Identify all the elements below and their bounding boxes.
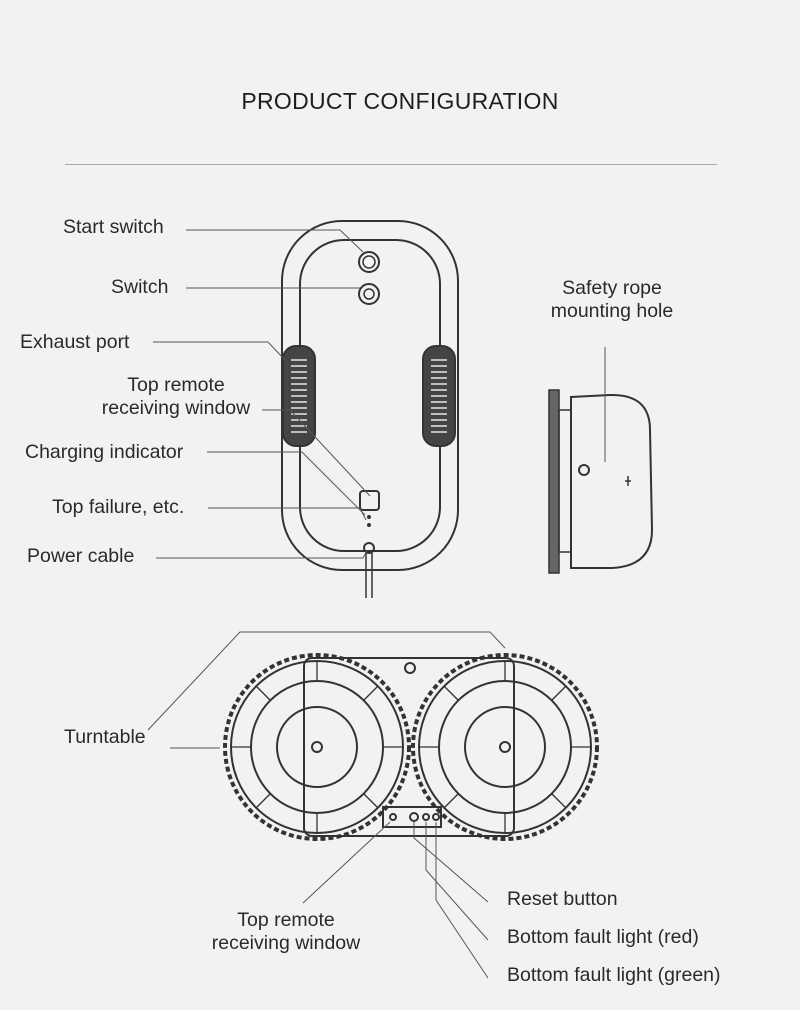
label-top-remote-window: Top remote receiving window <box>86 374 266 420</box>
label-reset-button: Reset button <box>507 888 618 910</box>
failure-light-1 <box>367 515 371 519</box>
leader-start-switch <box>186 229 364 253</box>
side-body-outline <box>570 393 654 569</box>
failure-light-2 <box>367 523 371 527</box>
charging-indicator-window <box>359 490 380 511</box>
label-safety-rope-line2: mounting hole <box>550 300 674 322</box>
leader-lines <box>147 229 606 979</box>
label-exhaust-port: Exhaust port <box>20 331 130 353</box>
label-safety-rope-line1: Safety rope <box>562 277 662 299</box>
top-view-body <box>281 220 459 598</box>
right-turntable-ring <box>438 680 572 814</box>
label-safety-rope-hole: Safety rope mounting hole <box>522 277 702 323</box>
label-top-failure: Top failure, etc. <box>52 496 185 518</box>
leader-top-failure <box>208 507 367 521</box>
bottom-body-plate <box>303 657 515 837</box>
leader-exhaust-port <box>153 341 286 361</box>
leader-power-cable <box>156 550 368 559</box>
side-view <box>548 389 654 574</box>
right-turntable-center <box>499 741 511 753</box>
leader-charging <box>207 451 366 516</box>
turntable-spokes <box>231 661 591 833</box>
body-inner-outline <box>299 239 441 552</box>
power-icon <box>363 288 375 300</box>
label-bottom-remote-line2: receiving window <box>211 932 361 954</box>
bottom-control-strip <box>382 806 442 828</box>
leader-reset <box>413 822 489 903</box>
label-start-switch: Start switch <box>63 216 164 238</box>
leader-bottom-remote <box>302 821 391 904</box>
fault-green-dot <box>432 813 440 821</box>
leader-turntable-top <box>147 631 506 731</box>
reset-button-dot <box>409 812 419 822</box>
side-turntable-hub <box>558 409 572 553</box>
label-turntable: Turntable <box>64 726 146 748</box>
label-power-cable: Power cable <box>27 545 135 567</box>
side-turntable-edge <box>548 389 560 574</box>
left-turntable-hub <box>276 706 358 788</box>
left-turntable-teeth <box>223 653 411 841</box>
right-turntable-hub <box>464 706 546 788</box>
label-bottom-remote-line1: Top remote <box>237 909 335 931</box>
bottom-view <box>223 653 599 841</box>
bottom-remote-window <box>389 813 397 821</box>
left-turntable-ring <box>250 680 384 814</box>
label-fault-green: Bottom fault light (green) <box>507 964 721 986</box>
safety-rope-hole <box>578 464 590 476</box>
leader-top-remote <box>262 409 371 497</box>
page-title: PRODUCT CONFIGURATION <box>241 88 559 114</box>
switch-button <box>358 283 380 305</box>
cable-port <box>363 542 375 554</box>
start-switch-button <box>358 251 380 273</box>
title-divider <box>65 164 717 165</box>
right-turntable-teeth <box>411 653 599 841</box>
label-fault-red: Bottom fault light (red) <box>507 926 699 948</box>
label-switch: Switch <box>111 276 169 298</box>
label-charging-indicator: Charging indicator <box>25 441 184 463</box>
label-bottom-remote-window: Top remote receiving window <box>188 909 384 955</box>
start-switch-inner <box>362 255 376 269</box>
leader-fault-green <box>435 822 489 979</box>
label-top-remote-line1: Top remote <box>127 374 225 396</box>
label-top-remote-line2: receiving window <box>101 397 251 419</box>
fault-red-dot <box>422 813 430 821</box>
bottom-top-hole <box>404 662 416 674</box>
leader-fault-red <box>425 822 489 941</box>
left-turntable-center <box>311 741 323 753</box>
exhaust-slats <box>291 359 447 433</box>
